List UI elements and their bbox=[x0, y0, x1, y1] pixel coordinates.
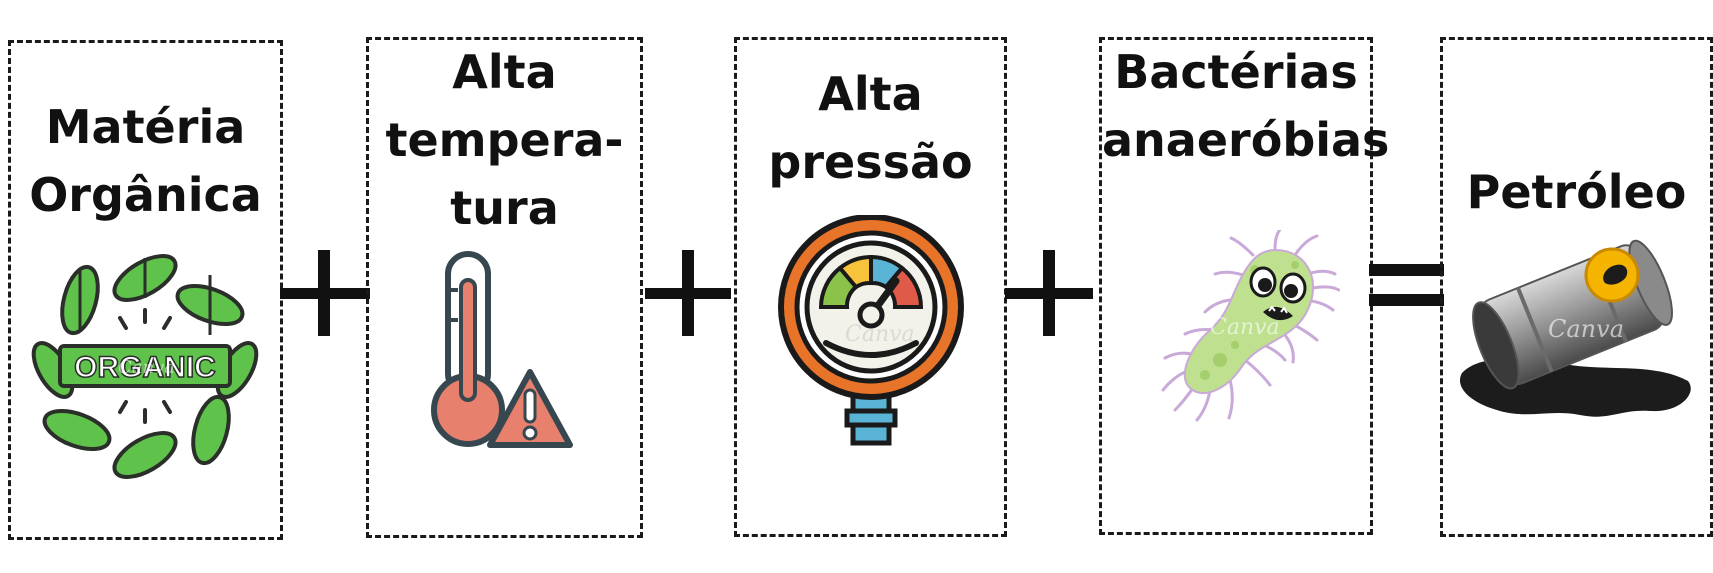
title-line: Bactérias bbox=[1114, 45, 1358, 99]
box-title: Matéria Orgânica bbox=[11, 93, 280, 229]
thermometer-warning-icon bbox=[431, 251, 573, 448]
watermark-text: Canva bbox=[1210, 315, 1280, 340]
box-title: Petróleo bbox=[1443, 158, 1710, 226]
diagram-box-high-temperature: Alta tempera- tura bbox=[366, 37, 643, 538]
oil-barrel-icon bbox=[1460, 239, 1691, 417]
diagram-box-organic-matter: Matéria Orgânica bbox=[8, 40, 283, 540]
title-line: Alta bbox=[452, 45, 557, 99]
watermark-text: Canva bbox=[1548, 315, 1624, 343]
diagram-box-petroleum: Petróleo bbox=[1440, 37, 1713, 537]
title-line: anaeróbias bbox=[1102, 113, 1390, 167]
pressure-gauge-icon bbox=[778, 215, 964, 446]
watermark-text: Canva bbox=[118, 357, 175, 378]
plus-icon bbox=[280, 250, 370, 336]
diagram-box-anaerobic-bacteria: Bactérias anaeróbias bbox=[1099, 37, 1390, 535]
box-title: Alta tempera- tura bbox=[369, 38, 640, 242]
title-line: Petróleo bbox=[1466, 165, 1687, 219]
box-title: Alta pressão bbox=[737, 60, 1004, 196]
equals-icon bbox=[1369, 264, 1444, 306]
title-line: tura bbox=[450, 181, 559, 235]
watermark-text: Canva bbox=[845, 322, 915, 347]
organic-leaves-icon: ORGANIC bbox=[31, 254, 259, 479]
title-line: pressão bbox=[768, 135, 973, 189]
title-line: Matéria bbox=[45, 100, 246, 154]
plus-icon bbox=[1005, 250, 1093, 336]
bacteria-icon bbox=[1161, 230, 1340, 422]
title-line: tempera- bbox=[385, 113, 624, 167]
diagram-box-high-pressure: Alta pressão bbox=[734, 37, 1007, 537]
title-line: Orgânica bbox=[29, 168, 262, 222]
title-line: Alta bbox=[818, 67, 923, 121]
plus-icon bbox=[645, 250, 731, 336]
organic-badge-text: ORGANIC bbox=[74, 351, 216, 384]
box-title: Bactérias anaeróbias bbox=[1102, 38, 1390, 174]
